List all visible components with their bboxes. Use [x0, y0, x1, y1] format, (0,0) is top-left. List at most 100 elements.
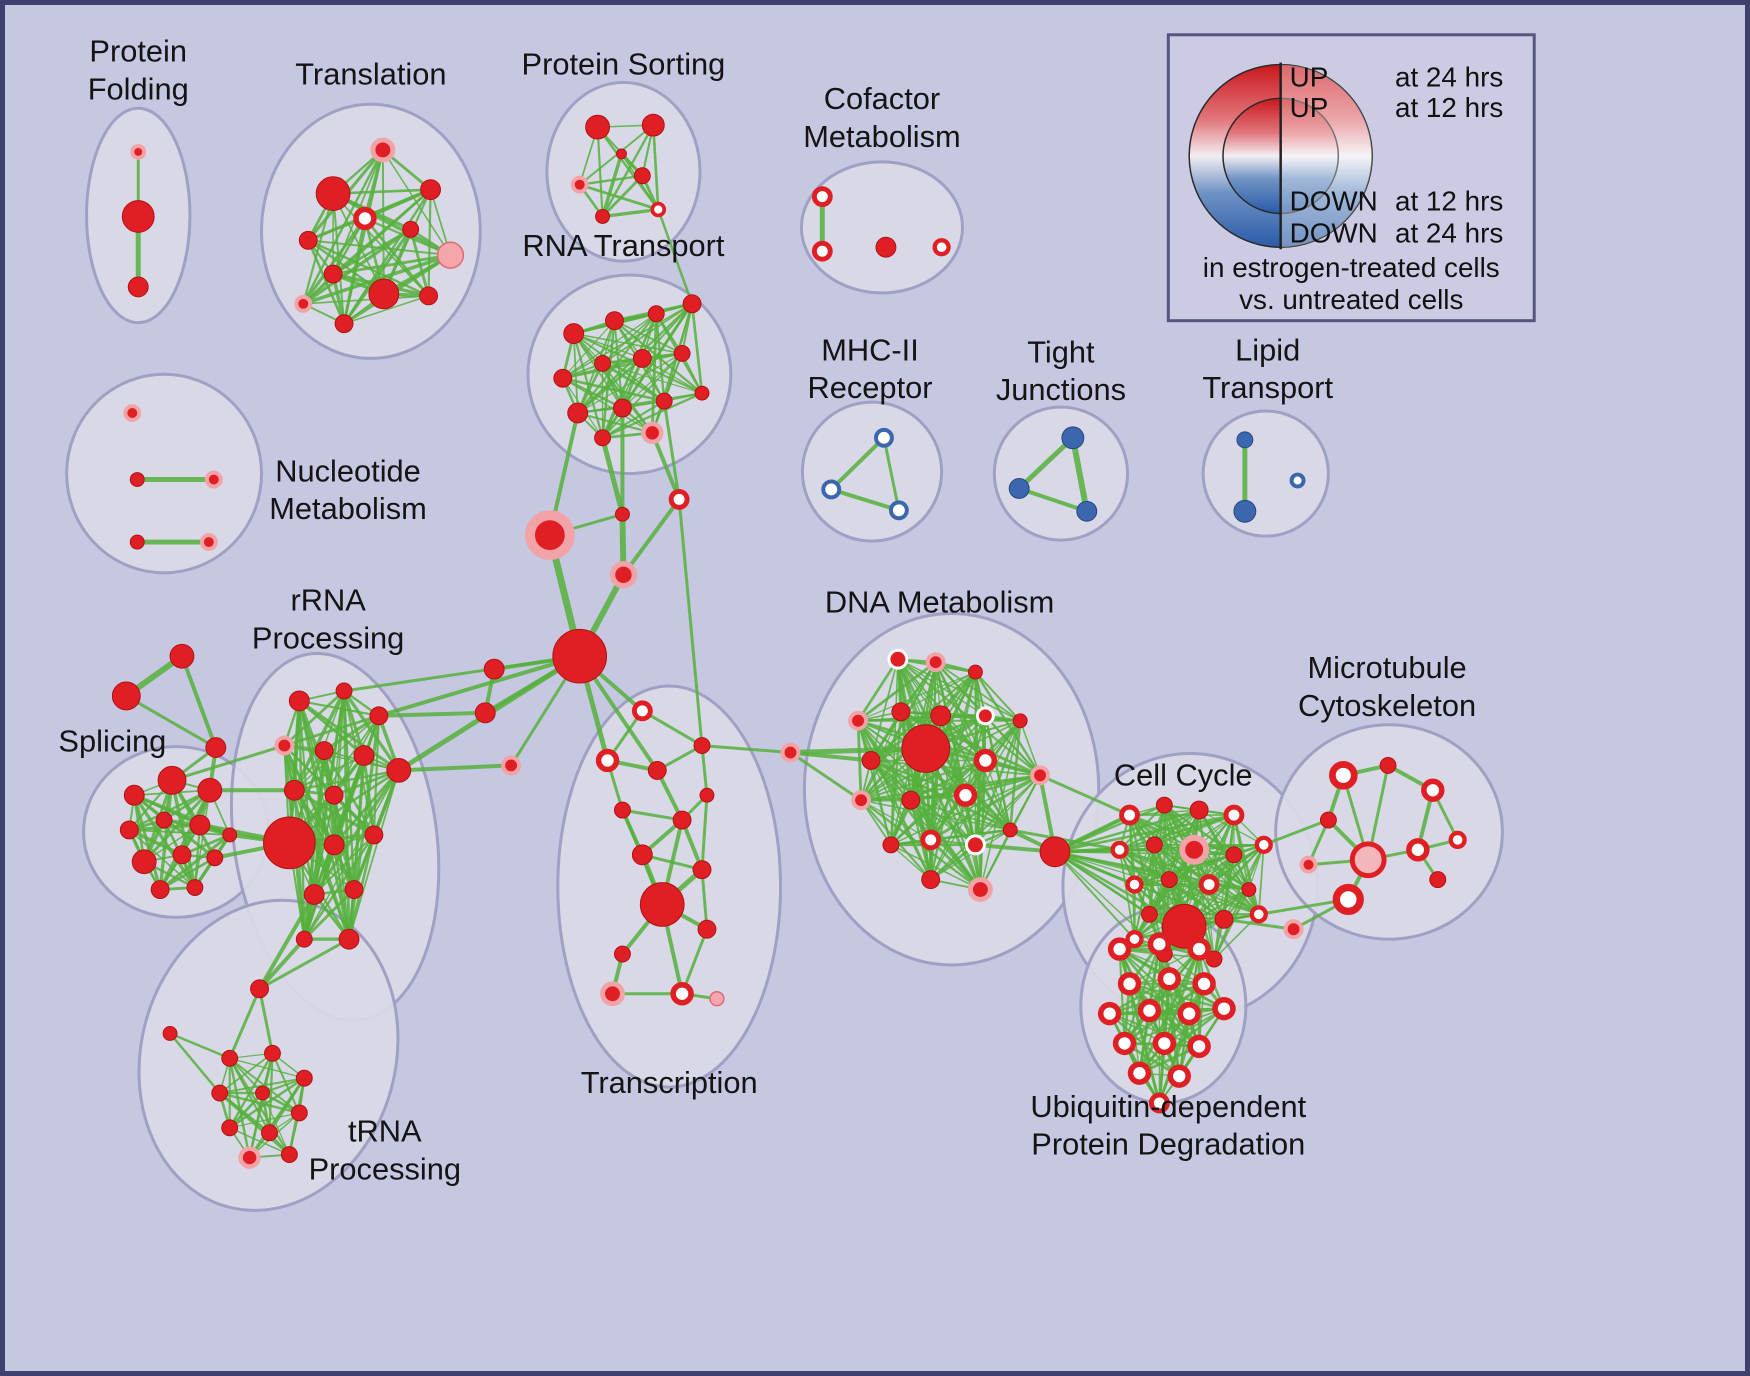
node-mc8	[1429, 871, 1447, 889]
node-st3	[205, 737, 227, 758]
node-dn21	[967, 877, 993, 902]
edge-cc9-cc10	[1133, 843, 1265, 886]
edge-dn14-dn17	[910, 799, 977, 846]
node-dn17	[964, 834, 986, 856]
node-tr5	[295, 1069, 313, 1087]
node-tc7	[631, 844, 653, 866]
edge-dn11-dn14	[909, 759, 987, 802]
node-ub7	[1097, 1001, 1122, 1026]
node-mh3	[888, 500, 909, 521]
node-dn3	[967, 664, 983, 680]
node-tc10	[697, 919, 717, 939]
node-cx2	[614, 506, 630, 522]
edge-ub6-ub15	[1178, 982, 1206, 1078]
edge-rr6-rr12	[362, 754, 376, 837]
node-tr8	[290, 1104, 308, 1122]
node-mc6	[1406, 838, 1430, 862]
edge-rt7-rt12	[641, 357, 703, 394]
edge-tr5-tr6	[218, 1077, 306, 1094]
edge-cc17-ch1	[1054, 851, 1260, 915]
edge-dn3-dn8	[974, 671, 1022, 722]
edge-tc15-tc8	[700, 793, 709, 872]
edge-rr2-rr4	[283, 689, 346, 747]
node-cf2	[811, 240, 833, 262]
edge-cc8-cc19	[1213, 853, 1235, 960]
edge-tr3-tr5	[229, 1057, 305, 1079]
edge-st1-st3	[179, 654, 218, 750]
edge-mh1-mh2	[829, 435, 886, 492]
edge-cc12-cc14	[1148, 883, 1210, 916]
edge-dn7-dn18	[984, 714, 1012, 832]
edge-dn14-dn18	[909, 799, 1012, 831]
node-rt13	[594, 429, 612, 447]
legend-down24-time: at 24 hrs	[1395, 217, 1503, 248]
node-mc3	[1421, 778, 1445, 802]
node-nu2	[129, 472, 145, 487]
legend-up12-time: at 12 hrs	[1395, 92, 1503, 123]
edge-dn12-dn13	[859, 774, 1042, 802]
node-cc20	[1125, 930, 1144, 949]
node-sp11	[186, 879, 204, 896]
node-hx1	[483, 658, 505, 680]
node-rt12	[694, 385, 710, 401]
edge-tr1-tr4	[258, 987, 274, 1055]
edge-cc9-cc17	[1257, 843, 1265, 916]
node-tr6	[211, 1084, 229, 1102]
edge-tj2-tj3	[1017, 486, 1089, 514]
node-nu1	[123, 404, 142, 422]
edge-tj1-tj3	[1069, 434, 1090, 515]
edge-tr6-tr8	[218, 1091, 301, 1115]
node-dn6	[930, 705, 952, 727]
node-ub12	[1152, 1031, 1177, 1056]
node-ps3	[570, 175, 589, 194]
node-cc16	[1214, 909, 1234, 929]
edge-rr1-rr3	[298, 699, 380, 717]
edge-tr6-tr11	[218, 1091, 291, 1156]
node-tc3	[647, 760, 667, 780]
edge-dn13-dn18	[860, 799, 1012, 831]
node-cc2	[1155, 796, 1173, 814]
edge-rr7-rr13	[312, 768, 401, 897]
edge-dn12-cc1	[1038, 773, 1132, 817]
node-ps5	[595, 209, 611, 224]
edge-dn8-dn18	[1008, 719, 1022, 832]
edge-ub5-ub14	[1138, 978, 1171, 1074]
node-cc6	[1145, 836, 1163, 854]
edge-hub-rr3	[376, 654, 582, 718]
node-rt7	[632, 348, 652, 368]
node-ps4	[633, 167, 651, 185]
edge-tr4-tr6	[218, 1052, 274, 1094]
node-dn13	[851, 790, 872, 811]
edge-rt3-rt9	[576, 312, 658, 415]
node-rt6	[594, 354, 612, 372]
node-dn16	[920, 829, 942, 851]
edge-rt9-rt14	[576, 411, 654, 434]
node-ub13	[1187, 1034, 1211, 1059]
node-cc14	[1140, 905, 1158, 923]
edge-rr12-rr13	[313, 833, 375, 896]
node-pf3	[127, 276, 149, 298]
node-sp1	[123, 784, 145, 806]
node-nu4	[129, 534, 145, 550]
node-rt14	[641, 421, 664, 445]
node-cc3	[1189, 800, 1209, 820]
node-ub6	[1192, 972, 1216, 996]
node-cx4	[609, 561, 638, 589]
node-tl11	[334, 314, 354, 334]
node-tc11	[614, 945, 631, 963]
cluster-label-cofactor-metabolism-line2: Metabolism	[803, 119, 961, 154]
node-dn15	[953, 783, 978, 807]
edge-dn3-dn4	[857, 671, 977, 722]
node-rr5	[314, 741, 334, 760]
node-cf4	[932, 238, 951, 257]
edge-rr3-rr4	[282, 714, 381, 747]
cluster-label-protein-folding-line1: Protein	[89, 34, 187, 69]
edge-dn19-dn21	[890, 844, 982, 891]
edge-dn12-dn20	[929, 774, 1042, 881]
edge-rt9-rt12	[576, 392, 703, 414]
node-ub3	[1187, 937, 1211, 961]
node-pf1	[130, 143, 147, 160]
edge-tl6-tl11	[342, 227, 413, 326]
node-rt9	[567, 402, 589, 424]
